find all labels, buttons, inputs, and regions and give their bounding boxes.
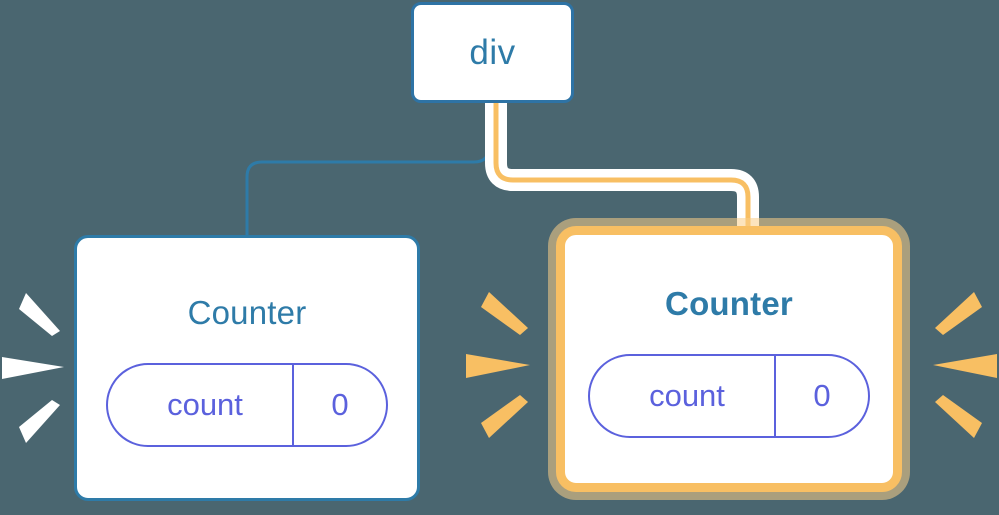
edge-div-counter-right <box>493 103 751 226</box>
node-counter-right[interactable]: Counter count 0 <box>556 226 902 492</box>
node-div[interactable]: div <box>411 2 574 103</box>
burst-ray-top <box>935 292 982 335</box>
burst-ray-middle <box>2 357 64 379</box>
node-counter-left-label: Counter <box>187 293 307 331</box>
burst-ray-top <box>19 293 60 336</box>
state-pill-left: count 0 <box>106 362 388 447</box>
burst-icon-right-orange <box>933 292 997 438</box>
state-value-count: 0 <box>292 364 386 445</box>
state-key-count: count <box>167 387 243 422</box>
burst-ray-bottom <box>935 395 982 438</box>
state-key-count: count <box>649 378 725 413</box>
burst-ray-middle <box>933 354 997 378</box>
node-counter-right-label: Counter <box>665 284 793 322</box>
node-counter-left[interactable]: Counter count 0 <box>74 235 420 501</box>
burst-ray-top <box>481 292 528 335</box>
edge-div-counter-right-glow <box>485 103 759 226</box>
burst-ray-bottom <box>19 400 60 443</box>
edge-div-counter-left <box>245 101 491 237</box>
burst-ray-bottom <box>481 395 528 438</box>
node-div-label: div <box>469 33 516 72</box>
state-pill-right: count 0 <box>588 353 870 438</box>
burst-icon-middle-orange <box>466 292 530 438</box>
burst-ray-middle <box>466 354 530 378</box>
burst-icon-left-white <box>2 293 64 443</box>
state-value-count: 0 <box>774 355 868 436</box>
